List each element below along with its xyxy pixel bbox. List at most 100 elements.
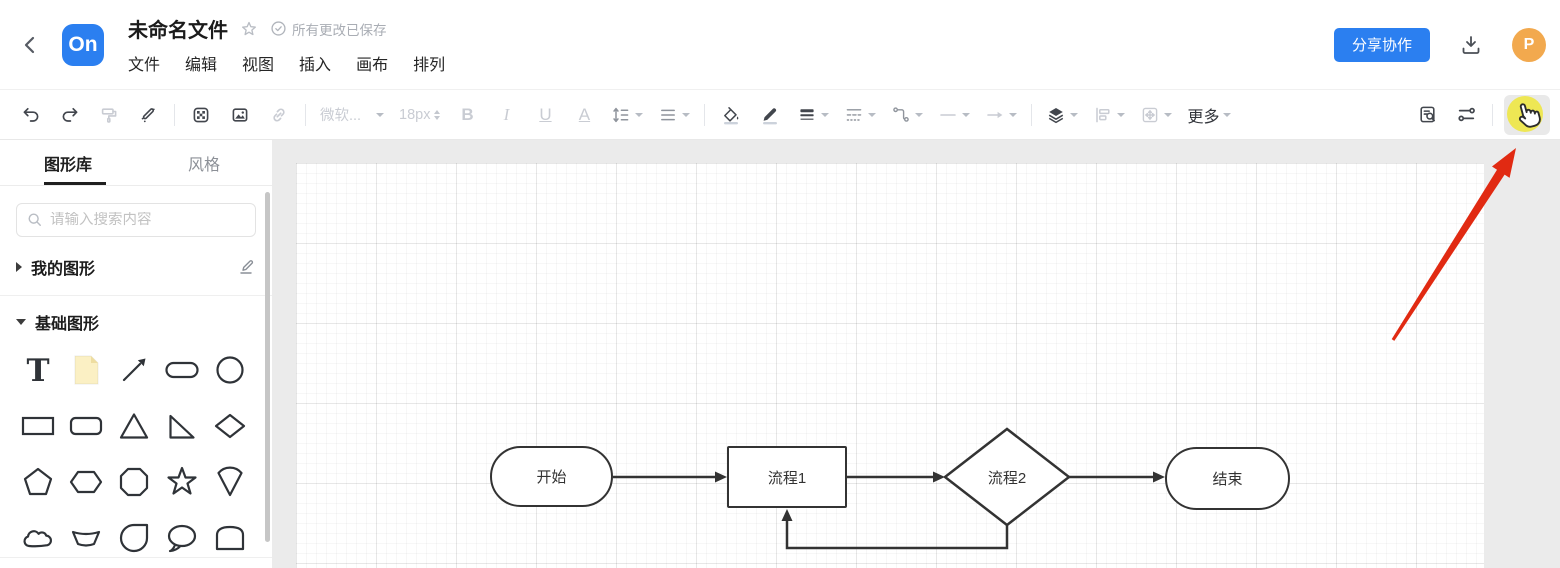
sidebar-scrollbar[interactable] bbox=[265, 192, 270, 542]
chevron-down-icon bbox=[682, 112, 691, 117]
shape-pentagon[interactable] bbox=[14, 458, 61, 505]
shape-cloud[interactable] bbox=[14, 514, 61, 561]
tab-style[interactable]: 风格 bbox=[187, 156, 220, 174]
menu-arrange[interactable]: 排列 bbox=[413, 57, 446, 74]
save-status: 所有更改已保存 bbox=[270, 19, 387, 39]
shape-arch-rectangle[interactable] bbox=[206, 514, 253, 561]
redo-button[interactable] bbox=[55, 99, 85, 131]
highlighted-panel-toggle-button[interactable] bbox=[1504, 94, 1550, 135]
section-basic-shapes[interactable]: 基础图形 bbox=[16, 310, 256, 334]
save-status-text: 所有更改已保存 bbox=[292, 22, 387, 38]
stroke-color-button[interactable] bbox=[755, 99, 785, 131]
menu-edit[interactable]: 编辑 bbox=[185, 57, 218, 74]
toolbar-separator bbox=[1492, 103, 1493, 126]
download-button[interactable] bbox=[1456, 30, 1486, 60]
toolbar-separator bbox=[174, 103, 175, 126]
favorite-star-icon[interactable] bbox=[240, 20, 258, 38]
shape-circle[interactable] bbox=[206, 346, 253, 393]
node-process1-label: 流程1 bbox=[767, 469, 807, 487]
layers-button[interactable] bbox=[1043, 99, 1081, 131]
fill-color-button[interactable] bbox=[716, 99, 746, 131]
tab-shape-library[interactable]: 图形库 bbox=[43, 156, 92, 174]
fill-color-icon bbox=[724, 106, 739, 124]
chevron-down-icon bbox=[1164, 112, 1173, 117]
shape-triangle[interactable] bbox=[110, 402, 157, 449]
section-my-shapes[interactable]: 我的图形 bbox=[16, 255, 256, 279]
shape-trapezoid[interactable] bbox=[62, 514, 109, 561]
node-start[interactable]: 开始 bbox=[490, 446, 613, 507]
menu-insert[interactable]: 插入 bbox=[299, 57, 332, 74]
bold-button[interactable]: B bbox=[452, 99, 482, 131]
insert-link-button[interactable] bbox=[264, 99, 294, 131]
clear-format-icon bbox=[141, 107, 155, 122]
font-size-select[interactable]: 18px bbox=[396, 99, 443, 131]
node-process2-diamond[interactable] bbox=[942, 427, 1072, 527]
toolbar-separator bbox=[305, 103, 306, 126]
line-start-button[interactable] bbox=[935, 99, 973, 131]
shape-note[interactable] bbox=[62, 346, 109, 393]
node-end[interactable]: 结束 bbox=[1165, 447, 1290, 510]
edit-pencil-icon[interactable] bbox=[236, 257, 256, 277]
line-height-icon bbox=[613, 107, 629, 122]
shape-speech-bubble[interactable] bbox=[158, 514, 205, 561]
insert-image-button[interactable] bbox=[225, 99, 255, 131]
shape-text[interactable]: T bbox=[14, 346, 61, 393]
more-button[interactable]: 更多 bbox=[1184, 99, 1234, 131]
font-color-button[interactable]: A bbox=[569, 99, 599, 131]
menu-view[interactable]: 视图 bbox=[242, 57, 275, 74]
flowchart-connectors bbox=[613, 427, 1165, 550]
connector-type-button[interactable] bbox=[888, 99, 926, 131]
find-in-document-button[interactable] bbox=[1412, 99, 1442, 131]
app-logo-text: On bbox=[68, 32, 98, 56]
chevron-down-icon bbox=[1070, 112, 1079, 117]
align-shapes-button[interactable] bbox=[1090, 99, 1128, 131]
canvas-position-button[interactable] bbox=[1137, 99, 1175, 131]
node-process1[interactable]: 流程1 bbox=[727, 446, 847, 508]
menu-file[interactable]: 文件 bbox=[128, 57, 161, 74]
align-shapes-icon bbox=[1096, 107, 1111, 122]
canvas-page[interactable]: 开始 流程1 流程2 结束 bbox=[296, 163, 1484, 568]
shape-octagon[interactable] bbox=[110, 458, 157, 505]
line-weight-button[interactable] bbox=[794, 99, 832, 131]
format-painter-button[interactable] bbox=[94, 99, 124, 131]
shape-stadium[interactable] bbox=[158, 346, 205, 393]
my-shapes-label: 我的图形 bbox=[31, 261, 96, 278]
shape-diamond[interactable] bbox=[206, 402, 253, 449]
font-family-select[interactable]: 微软... bbox=[317, 99, 387, 131]
italic-button[interactable]: I bbox=[491, 99, 521, 131]
back-button[interactable] bbox=[16, 30, 46, 60]
underline-button[interactable]: U bbox=[530, 99, 560, 131]
shape-hexagon[interactable] bbox=[62, 458, 109, 505]
settings-sliders-button[interactable] bbox=[1451, 99, 1481, 131]
document-title[interactable]: 未命名文件 bbox=[128, 20, 228, 42]
shape-arrow[interactable] bbox=[110, 346, 157, 393]
search-input[interactable] bbox=[50, 212, 245, 228]
menu-canvas[interactable]: 画布 bbox=[356, 57, 389, 74]
chevron-down-icon bbox=[868, 112, 877, 117]
text-align-button[interactable] bbox=[655, 99, 693, 131]
clear-format-button[interactable] bbox=[133, 99, 163, 131]
transparency-grid-button[interactable] bbox=[186, 99, 216, 131]
shape-star[interactable] bbox=[158, 458, 205, 505]
app-logo[interactable]: On bbox=[62, 23, 104, 66]
basic-shapes-label: 基础图形 bbox=[35, 316, 100, 333]
search-icon bbox=[28, 213, 41, 226]
sidebar-tabs: 图形库 风格 bbox=[0, 140, 272, 186]
arrow-end-button[interactable] bbox=[982, 99, 1020, 131]
share-collaborate-button[interactable]: 分享协作 bbox=[1333, 27, 1430, 62]
shape-sector[interactable] bbox=[206, 458, 253, 505]
sidebar-divider bbox=[0, 295, 272, 296]
font-size-stepper[interactable] bbox=[434, 109, 441, 120]
undo-button[interactable] bbox=[16, 99, 46, 131]
line-style-button[interactable] bbox=[841, 99, 879, 131]
active-tab-indicator bbox=[44, 182, 106, 185]
connector-loop-back[interactable] bbox=[785, 521, 1009, 550]
shape-right-triangle[interactable] bbox=[158, 402, 205, 449]
user-avatar[interactable]: P bbox=[1512, 27, 1546, 62]
shape-teardrop[interactable] bbox=[110, 514, 157, 561]
layers-icon bbox=[1049, 107, 1064, 123]
line-height-button[interactable] bbox=[608, 99, 646, 131]
shape-rounded-rectangle[interactable] bbox=[62, 402, 109, 449]
shape-search-box[interactable] bbox=[16, 203, 256, 237]
shape-rectangle[interactable] bbox=[14, 402, 61, 449]
